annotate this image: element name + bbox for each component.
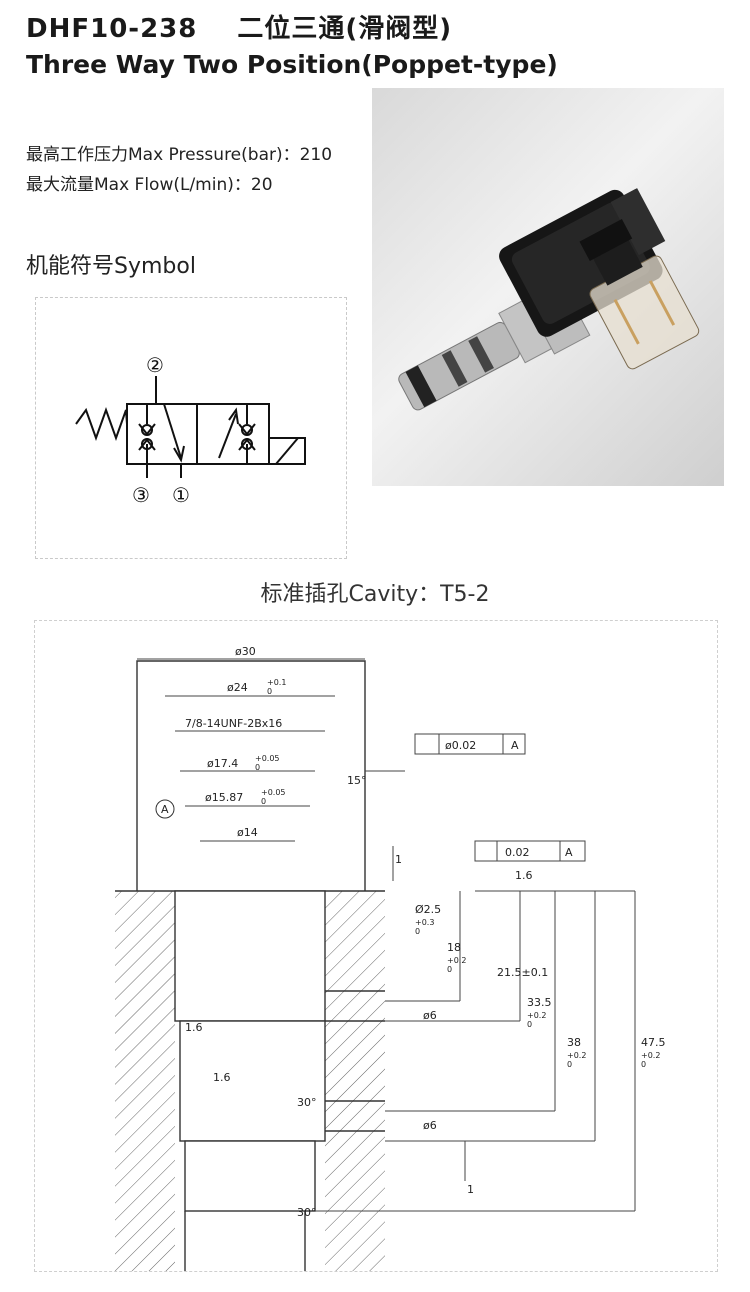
model-number: DHF10-238 bbox=[26, 14, 198, 44]
dim-d24-tol2: 0 bbox=[267, 687, 272, 696]
rough-mid: 1.6 bbox=[185, 1021, 203, 1034]
solenoid-symbol bbox=[268, 437, 306, 465]
dim-d30: ø30 bbox=[235, 645, 256, 658]
dim-depth38-tol: +0.2 bbox=[567, 1051, 586, 1060]
dim-d17-tol: +0.05 bbox=[255, 754, 280, 763]
spec-list: 最高工作压力Max Pressure(bar)：210 最大流量Max Flow… bbox=[26, 140, 332, 200]
port-label-3: ③ bbox=[132, 483, 150, 507]
dim-thread: 7/8-14UNF-2Bx16 bbox=[185, 717, 282, 730]
fcf-concentricity: ø0.02 bbox=[445, 739, 476, 752]
dim-depth25-tol: +0.3 bbox=[415, 918, 434, 927]
dim-d15: ø15.87 bbox=[205, 791, 243, 804]
dim-d24: ø24 bbox=[227, 681, 248, 694]
dim-depth38: 38 bbox=[567, 1036, 581, 1049]
spec-max-pressure: 最高工作压力Max Pressure(bar)：210 bbox=[26, 145, 333, 165]
valve-position-right bbox=[196, 403, 270, 465]
spec-max-flow: 最大流量Max Flow(L/min)：20 bbox=[26, 175, 273, 195]
model-title: DHF10-238 二位三通(滑阀型) bbox=[26, 8, 452, 45]
cavity-drawing-svg: ø30 ø24 +0.1 0 7/8-14UNF-2Bx16 ø0.02 A ø… bbox=[115, 645, 666, 1271]
symbol-heading: 机能符号Symbol bbox=[26, 254, 196, 279]
datum-label-a: A bbox=[161, 803, 169, 816]
dim-depth25-tol2: 0 bbox=[415, 927, 420, 936]
dim-depth18: 18 bbox=[447, 941, 461, 954]
dim-depth335: 33.5 bbox=[527, 996, 552, 1009]
spring-symbol bbox=[75, 407, 128, 441]
valve-position-left bbox=[126, 403, 198, 465]
dim-d15-tol2: 0 bbox=[261, 797, 266, 806]
hydraulic-symbol-svg: ② ③ ① bbox=[75, 353, 306, 507]
dim-depth38-tol2: 0 bbox=[567, 1060, 572, 1069]
hatch-left bbox=[115, 891, 175, 1271]
dim-depth335-tol2: 0 bbox=[527, 1020, 532, 1029]
valve-illustration bbox=[398, 188, 700, 411]
model-title-cn: 二位三通(滑阀型) bbox=[237, 14, 453, 44]
dim-d15-tol: +0.05 bbox=[261, 788, 286, 797]
symbol-diagram: ② ③ ① bbox=[35, 297, 347, 559]
port-label-2: ② bbox=[146, 353, 164, 377]
dim-d17: ø17.4 bbox=[207, 757, 238, 770]
product-photo bbox=[372, 88, 724, 486]
dim-d17-tol2: 0 bbox=[255, 763, 260, 772]
port-label-1: ① bbox=[172, 483, 190, 507]
dim-depth18-tol2: 0 bbox=[447, 965, 452, 974]
dim-port6a: ø6 bbox=[423, 1009, 437, 1022]
rough-top: 1.6 bbox=[515, 869, 533, 882]
dim-angle15: 15° bbox=[347, 774, 367, 787]
datum-circle bbox=[155, 799, 175, 819]
fcf-perp-datum: A bbox=[565, 846, 573, 859]
chamfer-30b: 30° bbox=[297, 1206, 317, 1219]
dim-one-bottom: 1 bbox=[467, 1183, 474, 1196]
dim-depth18-tol: +0.2 bbox=[447, 956, 466, 965]
dim-d24-tol: +0.1 bbox=[267, 678, 286, 687]
dim-depth215: 21.5±0.1 bbox=[497, 966, 548, 979]
rough-lower: 1.6 bbox=[213, 1071, 231, 1084]
dim-d14: ø14 bbox=[237, 826, 258, 839]
dim-depth475: 47.5 bbox=[641, 1036, 666, 1049]
dim-depth475-tol: +0.2 bbox=[641, 1051, 660, 1060]
cavity-outline bbox=[115, 660, 385, 1271]
dim-depth475-tol2: 0 bbox=[641, 1060, 646, 1069]
cavity-heading: 标准插孔Cavity：T5-2 bbox=[260, 582, 490, 607]
fcf-perp: 0.02 bbox=[505, 846, 530, 859]
model-title-en: Three Way Two Position(Poppet-type) bbox=[26, 50, 558, 79]
dim-one-top: 1 bbox=[395, 853, 402, 866]
hatch-right bbox=[325, 891, 385, 1271]
cavity-drawing: ø30 ø24 +0.1 0 7/8-14UNF-2Bx16 ø0.02 A ø… bbox=[34, 620, 718, 1272]
chamfer-30a: 30° bbox=[297, 1096, 317, 1109]
dim-depth25: Ø2.5 bbox=[415, 903, 441, 916]
dim-depth335-tol: +0.2 bbox=[527, 1011, 546, 1020]
fcf-datum-a: A bbox=[511, 739, 519, 752]
dim-port6b: ø6 bbox=[423, 1119, 437, 1132]
